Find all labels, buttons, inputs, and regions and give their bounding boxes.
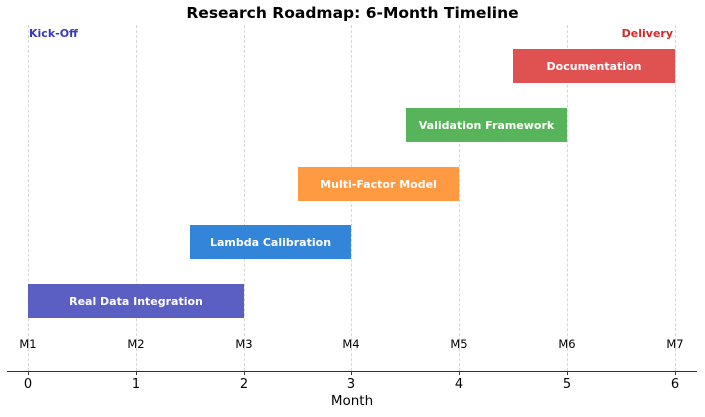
delivery-annotation: Delivery [621, 27, 673, 40]
milestone-label: M7 [666, 337, 684, 351]
gridline-5 [567, 25, 568, 371]
x-tick [136, 371, 137, 375]
task-label: Lambda Calibration [209, 235, 332, 249]
task-bar-real-data-integration: Real Data Integration [28, 284, 244, 318]
chart-title: Research Roadmap: 6-Month Timeline [186, 4, 519, 22]
x-tick-label: 3 [346, 377, 356, 392]
milestone-label: M3 [235, 337, 253, 351]
x-tick [675, 371, 676, 375]
task-label: Multi-Factor Model [320, 177, 437, 191]
task-bar-documentation: Documentation [513, 49, 675, 83]
gridline-0 [28, 25, 29, 371]
x-tick-label: 5 [562, 377, 572, 392]
task-label: Real Data Integration [69, 294, 203, 308]
task-bar-validation-framework: Validation Framework [406, 108, 567, 142]
gridline-1 [136, 25, 137, 371]
milestone-label: M2 [127, 337, 145, 351]
x-tick [351, 371, 352, 375]
x-tick-label: 2 [239, 377, 249, 392]
x-axis-line [7, 371, 697, 372]
x-axis-label: Month [330, 393, 374, 409]
task-bar-lambda-calibration: Lambda Calibration [190, 225, 351, 259]
task-label: Validation Framework [418, 118, 555, 132]
milestone-label: M4 [342, 337, 360, 351]
x-tick [28, 371, 29, 375]
x-tick-label: 4 [454, 377, 464, 392]
milestone-label: M6 [558, 337, 576, 351]
x-tick-label: 6 [670, 377, 680, 392]
task-label: Documentation [546, 59, 642, 73]
x-tick [567, 371, 568, 375]
x-tick [459, 371, 460, 375]
kickoff-annotation: Kick-Off [29, 27, 78, 40]
task-bar-multi-factor-model: Multi-Factor Model [298, 167, 459, 201]
gridline-2 [244, 25, 245, 371]
x-tick [244, 371, 245, 375]
milestone-label: M5 [450, 337, 468, 351]
x-tick-label: 0 [23, 377, 33, 392]
gridline-6 [675, 25, 676, 371]
x-tick-label: 1 [131, 377, 141, 392]
gridline-4 [459, 25, 460, 371]
milestone-label: M1 [19, 337, 37, 351]
